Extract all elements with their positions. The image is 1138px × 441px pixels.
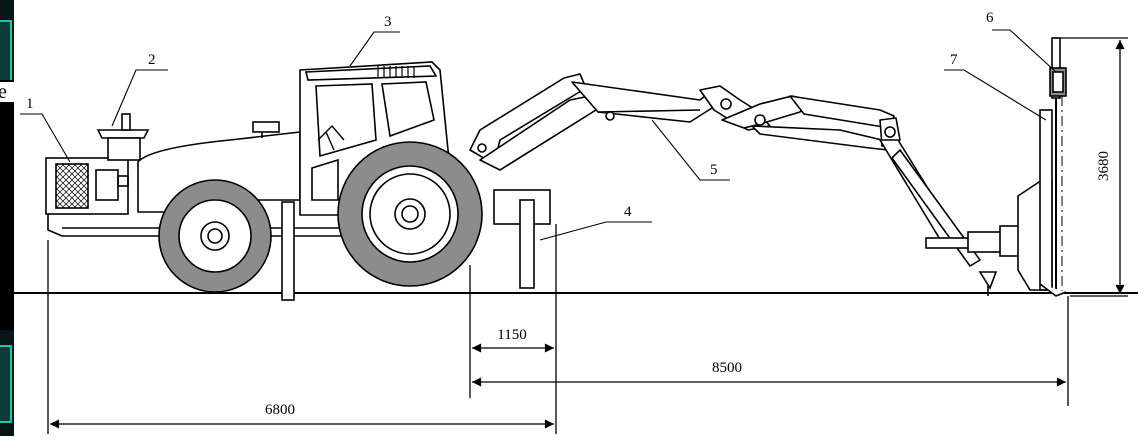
callout-7: 7 [950,52,958,68]
dimension-lines [47,37,1128,434]
dimension-reach: 8500 [712,360,742,376]
slide-text-fragment: e [0,82,14,102]
callout-6: 6 [986,10,994,26]
tractor [45,61,551,301]
callout-leaders [20,29,1057,241]
dimension-overall-length: 6800 [265,402,295,418]
work-head [925,37,1067,297]
machine-drawing: 3680 1150 8500 6800 1 2 3 4 5 6 7 [14,0,1138,436]
slide-left-panel [0,80,14,330]
callout-5: 5 [710,162,718,178]
callout-2: 2 [148,52,156,68]
dimension-height: 3680 [1096,151,1112,181]
callout-3: 3 [384,14,392,30]
front-outrigger [281,201,295,301]
boom-arm [469,73,981,267]
dimension-outrigger-span: 1150 [497,327,526,343]
slide-nav-box [0,345,12,423]
callout-1: 1 [26,96,34,112]
rear-outrigger [519,199,535,289]
radiator-mesh [55,163,89,209]
callout-4: 4 [624,204,632,220]
